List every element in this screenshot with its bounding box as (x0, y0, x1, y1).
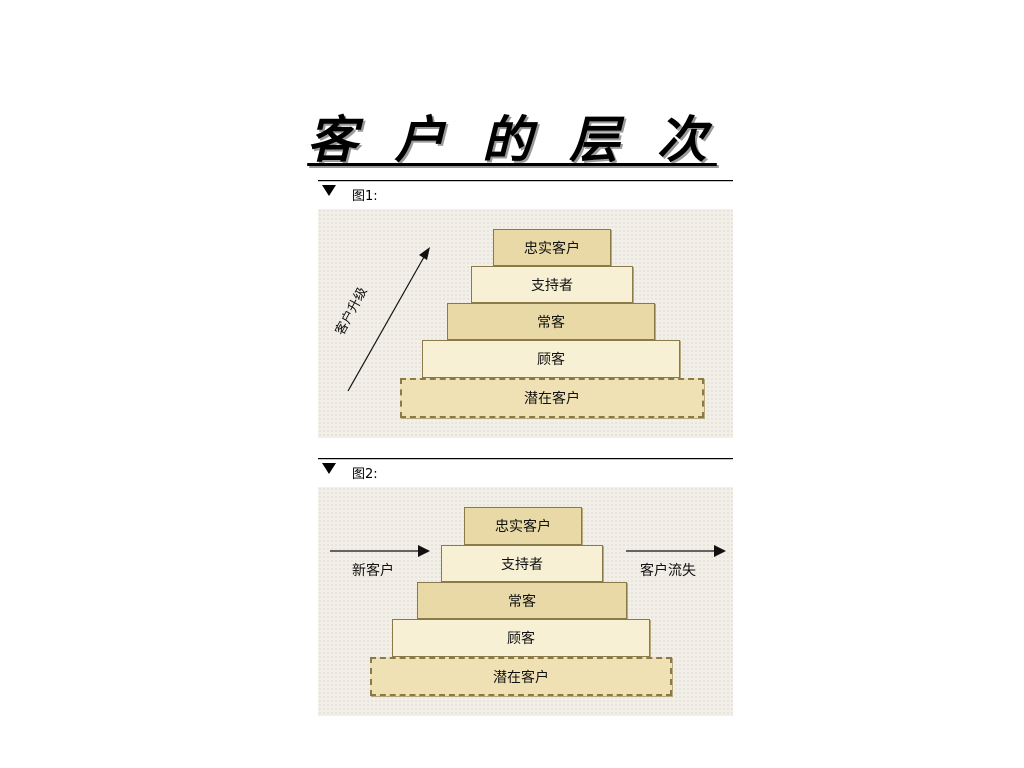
triangle-down-icon (322, 185, 336, 196)
tier-loyal-customer: 忠实客户 (464, 507, 582, 545)
figure-2-header: 图2: (318, 458, 733, 485)
figure-2: 图2: 忠实客户 支持者 常客 顾客 潜在客户 新客户 客户流失 (318, 458, 733, 716)
figure-1: 图1: 忠实客户 支持者 常客 顾客 潜在客户 客户升级 (318, 180, 733, 438)
figure-2-label: 图2: (352, 467, 378, 482)
tier-customer: 顾客 (392, 619, 650, 657)
tier-loyal-customer: 忠实客户 (493, 229, 611, 266)
new-customer-label: 新客户 (352, 563, 394, 579)
figure-1-label: 图1: (352, 189, 378, 204)
figure-1-header: 图1: (318, 180, 733, 207)
figure-2-panel: 忠实客户 支持者 常客 顾客 潜在客户 新客户 客户流失 (318, 487, 733, 716)
figure-1-panel: 忠实客户 支持者 常客 顾客 潜在客户 客户升级 (318, 209, 733, 438)
upgrade-arrow (347, 247, 430, 392)
flow-arrows (330, 545, 726, 557)
triangle-down-icon (322, 463, 336, 474)
tier-regular-customer: 常客 (447, 303, 655, 340)
customer-churn-label: 客户流失 (640, 563, 696, 579)
page-title: 客 户 的 层 次 (307, 110, 717, 169)
tier-supporter: 支持者 (471, 266, 633, 303)
tier-potential-customer: 潜在客户 (400, 378, 704, 418)
tier-customer: 顾客 (422, 340, 680, 378)
tier-potential-customer: 潜在客户 (370, 657, 672, 696)
tier-regular-customer: 常客 (417, 582, 627, 619)
tier-supporter: 支持者 (441, 545, 603, 582)
